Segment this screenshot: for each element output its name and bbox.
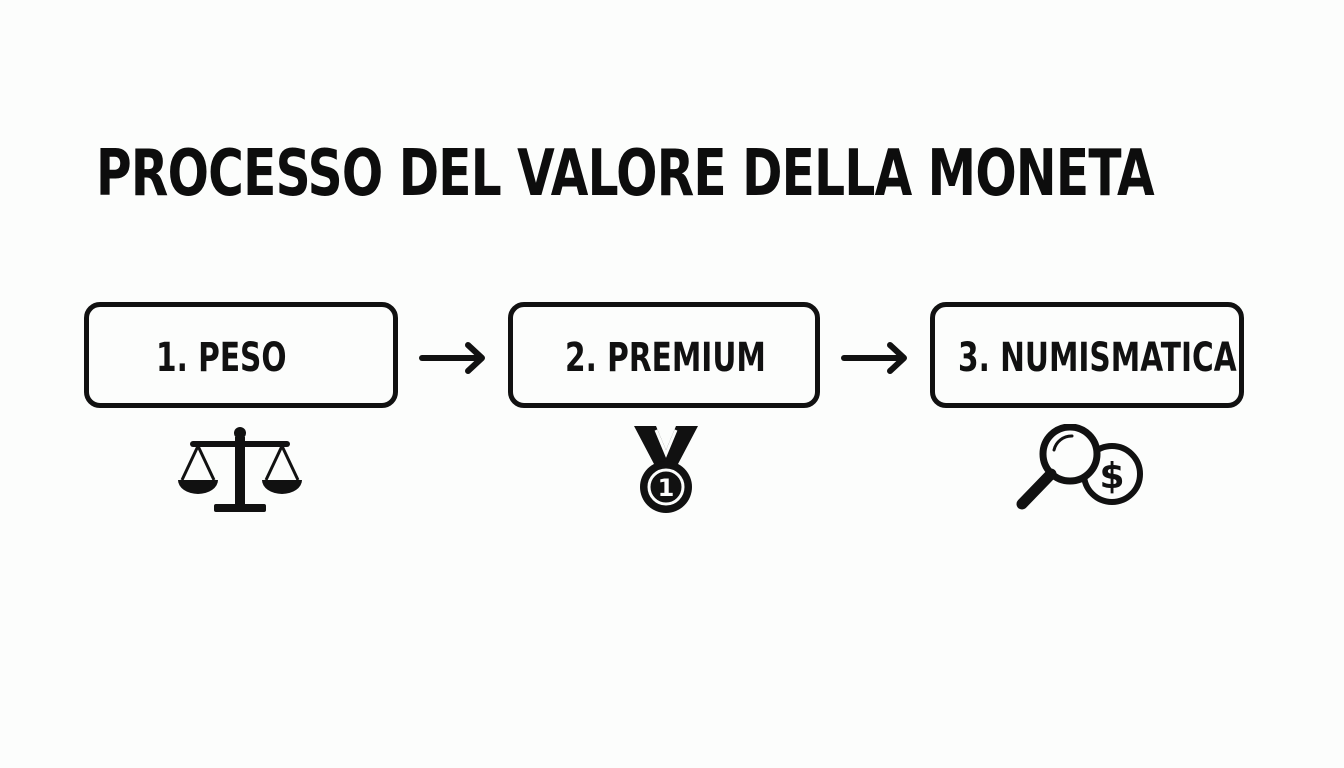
diagram-title: PROCESSO DEL VALORE DELLA MONETA (96, 137, 1155, 211)
medal-icon: 1 (634, 426, 698, 513)
step-1-box (84, 302, 398, 408)
magnifier-coin-icon: $ (1016, 424, 1143, 510)
arrow-1-icon (419, 342, 485, 374)
medal-number: 1 (658, 474, 675, 502)
step-2-label: 2. PREMIUM (565, 335, 766, 381)
step-3-box (930, 302, 1244, 408)
coin-symbol: $ (1099, 456, 1124, 497)
arrow-2-icon (841, 342, 907, 374)
step-1-label: 1. PESO (156, 335, 287, 381)
step-3-label: 3. NUMISMATICA (958, 335, 1237, 381)
balance-scale-icon (178, 427, 302, 512)
step-2-box (508, 302, 820, 408)
